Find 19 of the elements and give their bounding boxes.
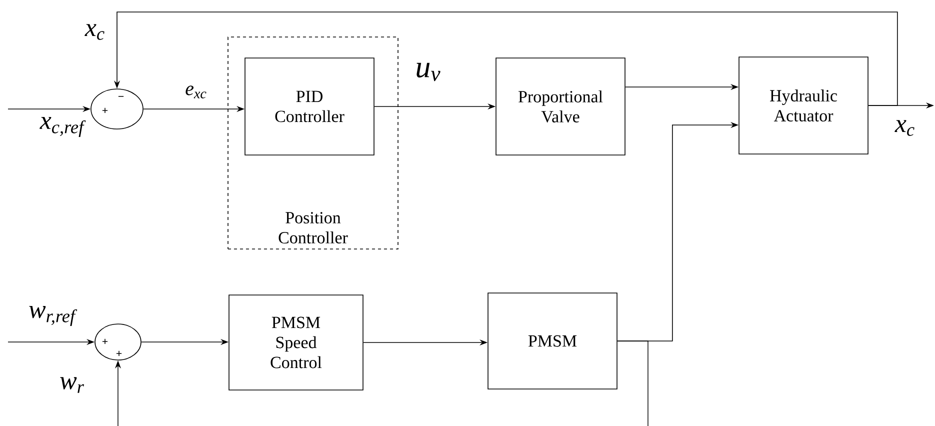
block-box: Proportional Valve — [496, 58, 626, 156]
block-box: Hydraulic Actuator — [738, 56, 868, 154]
signal-label: x$_{c}$ — [894, 120, 914, 136]
signal-label: x$_{c,ref}$ — [40, 116, 86, 138]
signal-label: w$_{r}$ — [60, 377, 84, 393]
signal-label: w$_{r,ref}$ — [29, 306, 78, 326]
sign-label: + — [102, 338, 108, 344]
block-box: PMSM — [488, 292, 618, 390]
block-box: PMSM Speed Control — [228, 294, 364, 390]
sign-label: + — [102, 108, 108, 114]
signal-label: e$_{xc}$ — [186, 86, 206, 98]
signal-label: x$_{c}$ — [84, 24, 104, 40]
block-box: PID Controller — [244, 58, 374, 156]
signal-label: u$_{v}$ — [416, 62, 440, 82]
summing-junction — [90, 88, 144, 130]
summing-junction — [94, 324, 142, 360]
sign-label: − — [118, 96, 124, 97]
sign-label: + — [116, 350, 122, 356]
signal-line — [617, 340, 648, 426]
